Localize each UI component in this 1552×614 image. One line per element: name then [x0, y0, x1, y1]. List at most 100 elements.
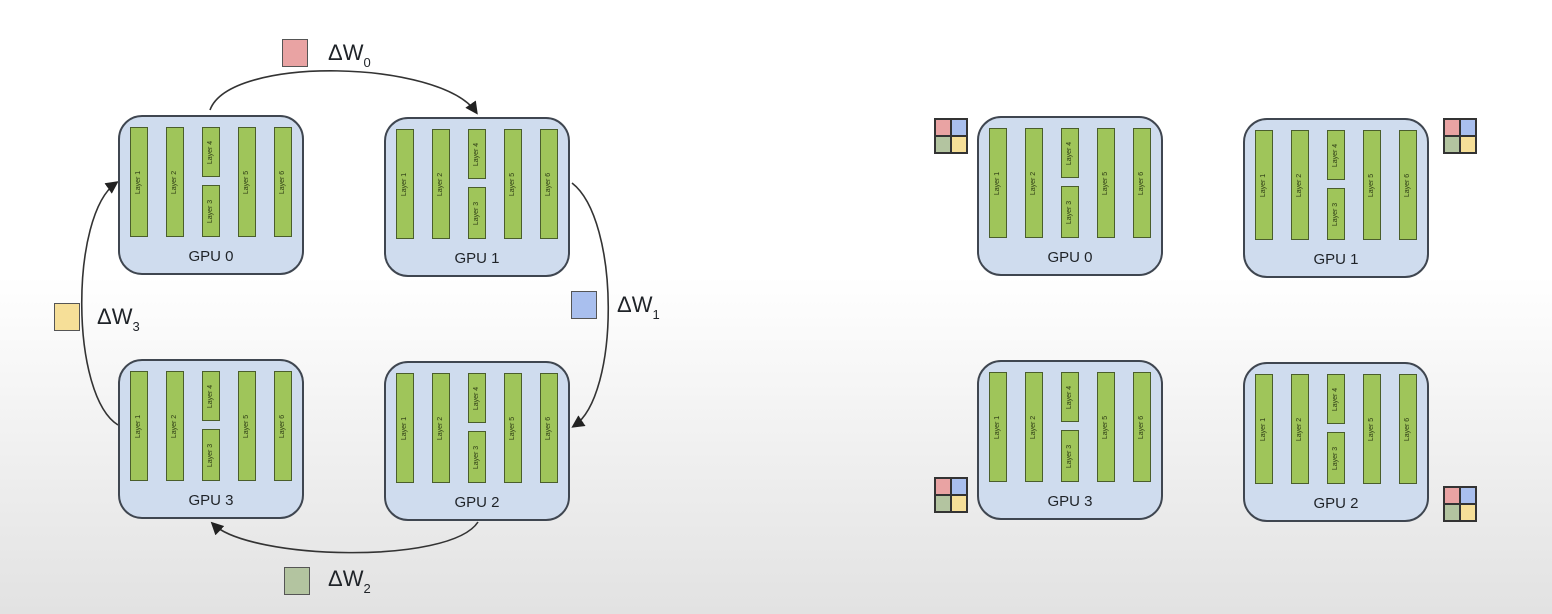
layer-label: Layer 6 — [545, 172, 553, 196]
layer-block: Layer 6 — [1133, 128, 1151, 238]
arrow-gpu2-to-gpu3 — [210, 521, 479, 554]
layer-label: Layer 1 — [1260, 173, 1268, 197]
delta-w1-label: ΔW1 — [617, 292, 660, 323]
synced-gpu-0: Layer 1 Layer 2 Layer 4 Layer 3 Layer 5 Layer… — [977, 116, 1163, 276]
layer-block: Layer 4 — [468, 373, 486, 423]
layer-label: Layer 6 — [545, 416, 553, 440]
layer-block: Layer 1 — [396, 373, 414, 483]
combined-delta-w1-quadrant — [1460, 487, 1476, 504]
delta-w2-swatch — [284, 567, 310, 595]
layer-block: Layer 1 — [989, 372, 1007, 482]
layer-label: Layer 6 — [1404, 417, 1412, 441]
gpu-label: GPU 0 — [188, 248, 234, 265]
layer-block: Layer 6 — [1399, 130, 1417, 240]
gpu-label: GPU 1 — [454, 250, 500, 267]
layer-label: Layer 3 — [473, 201, 481, 225]
gpu-label: GPU 1 — [1313, 251, 1359, 268]
layer-block: Layer 3 — [468, 187, 486, 239]
gpu-label: GPU 2 — [454, 494, 500, 511]
layer-block: Layer 5 — [1363, 130, 1381, 240]
layer-block: Layer 1 — [130, 127, 148, 237]
combined-delta-w3-quadrant — [1460, 504, 1476, 521]
layer-block: Layer 2 — [432, 373, 450, 483]
gpu-label: GPU 3 — [1047, 493, 1093, 510]
layer-block: Layer 1 — [989, 128, 1007, 238]
arrow-gpu1-to-gpu2 — [571, 182, 610, 428]
layer-label: Layer 2 — [1030, 171, 1038, 195]
layer-block: Layer 6 — [540, 373, 558, 483]
layer-block: Layer 2 — [166, 127, 184, 237]
layer-block: Layer 6 — [274, 127, 292, 237]
layer-block: Layer 5 — [1097, 128, 1115, 238]
synced-gpu-2: Layer 1 Layer 2 Layer 4 Layer 3 Layer 5 Layer… — [1243, 362, 1429, 522]
layer-block: Layer 3 — [468, 431, 486, 483]
layer-label: Layer 5 — [243, 170, 251, 194]
combined-delta-w0-quadrant — [935, 478, 951, 495]
arrow-gpu0-to-gpu1 — [209, 70, 478, 115]
layer-label: Layer 2 — [437, 172, 445, 196]
layer-block: Layer 6 — [540, 129, 558, 239]
layer-block: Layer 4 — [1061, 372, 1079, 422]
layer-block: Layer 5 — [238, 127, 256, 237]
layer-block: Layer 4 — [202, 371, 220, 421]
combined-delta-gpu-0 — [934, 118, 968, 154]
layer-label: Layer 3 — [473, 445, 481, 469]
layer-block: Layer 2 — [1025, 372, 1043, 482]
layer-block: Layer 5 — [1097, 372, 1115, 482]
layer-block: Layer 6 — [1399, 374, 1417, 484]
layer-label: Layer 5 — [509, 172, 517, 196]
layer-label: Layer 1 — [401, 172, 409, 196]
layer-block: Layer 1 — [1255, 374, 1273, 484]
layer-block: Layer 1 — [130, 371, 148, 481]
layer-label: Layer 6 — [1138, 171, 1146, 195]
layer-block: Layer 4 — [202, 127, 220, 177]
combined-delta-w0-quadrant — [1444, 119, 1460, 136]
layer-block: Layer 3 — [1327, 432, 1345, 484]
layer-block: Layer 5 — [1363, 374, 1381, 484]
layer-label: Layer 2 — [1296, 173, 1304, 197]
delta-w3-label: ΔW3 — [97, 304, 140, 335]
layer-label: Layer 4 — [473, 386, 481, 410]
layer-label: Layer 6 — [1138, 415, 1146, 439]
layer-block: Layer 3 — [202, 429, 220, 481]
combined-delta-gpu-2 — [1443, 486, 1477, 522]
layer-block: Layer 4 — [1327, 130, 1345, 180]
layer-label: Layer 4 — [207, 384, 215, 408]
gpu-label: GPU 0 — [1047, 249, 1093, 266]
layer-label: Layer 4 — [1066, 385, 1074, 409]
layer-label: Layer 6 — [279, 170, 287, 194]
delta-w0-swatch — [282, 39, 308, 67]
layer-block: Layer 4 — [1327, 374, 1345, 424]
combined-delta-w1-quadrant — [1460, 119, 1476, 136]
layer-label: Layer 1 — [135, 170, 143, 194]
layer-label: Layer 4 — [1066, 141, 1074, 165]
layer-block: Layer 2 — [432, 129, 450, 239]
gpu-label: GPU 2 — [1313, 495, 1359, 512]
layer-label: Layer 1 — [401, 416, 409, 440]
layer-block: Layer 2 — [1291, 374, 1309, 484]
combined-delta-w3-quadrant — [951, 136, 967, 153]
layer-block: Layer 3 — [1061, 186, 1079, 238]
layer-label: Layer 2 — [1296, 417, 1304, 441]
layer-block: Layer 4 — [1061, 128, 1079, 178]
layer-block: Layer 2 — [166, 371, 184, 481]
combined-delta-w2-quadrant — [935, 495, 951, 512]
layer-label: Layer 1 — [994, 415, 1002, 439]
combined-delta-w0-quadrant — [935, 119, 951, 136]
layer-block: Layer 6 — [274, 371, 292, 481]
layer-label: Layer 2 — [437, 416, 445, 440]
layer-label: Layer 6 — [279, 414, 287, 438]
layer-block: Layer 3 — [1327, 188, 1345, 240]
combined-delta-w2-quadrant — [935, 136, 951, 153]
delta-w0-label: ΔW0 — [328, 40, 371, 71]
combined-delta-gpu-1 — [1443, 118, 1477, 154]
delta-w3-swatch — [54, 303, 80, 331]
combined-delta-w0-quadrant — [1444, 487, 1460, 504]
layer-label: Layer 3 — [207, 443, 215, 467]
